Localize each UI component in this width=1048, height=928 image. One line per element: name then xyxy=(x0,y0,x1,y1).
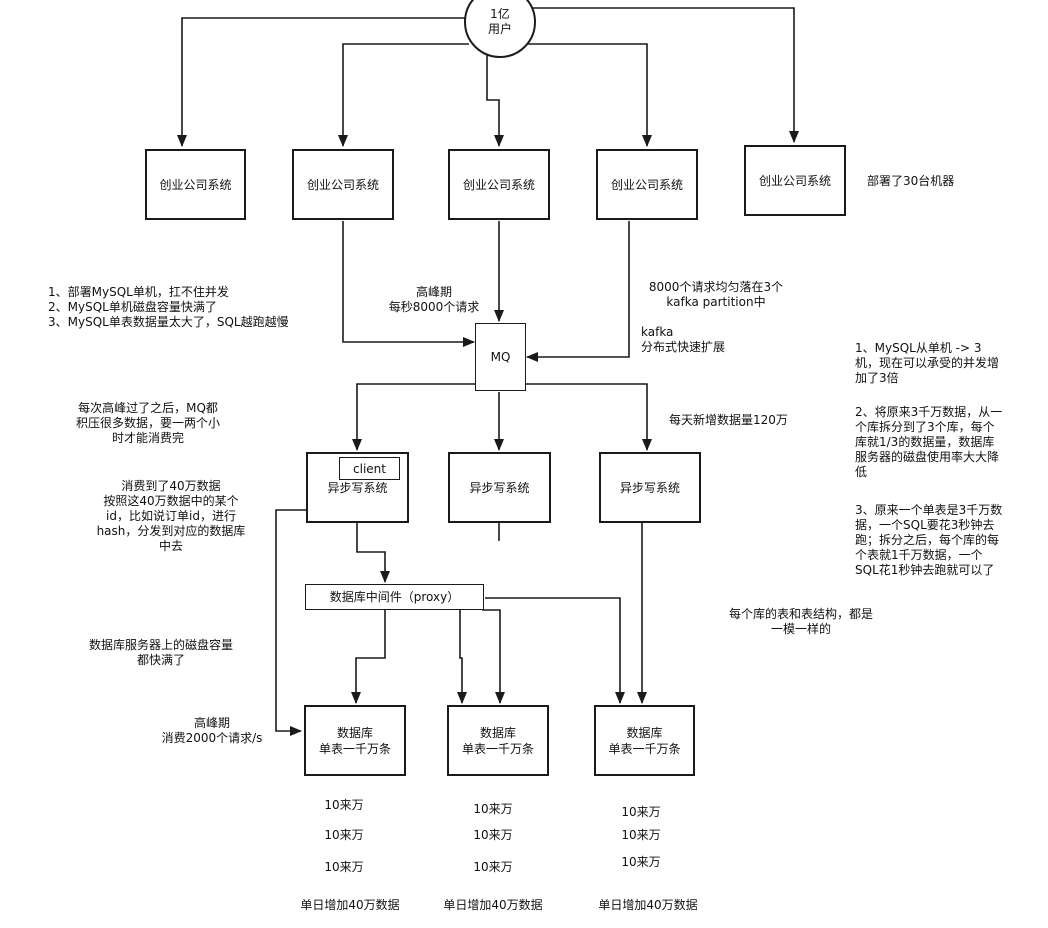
edge-mq-async-1 xyxy=(352,383,476,451)
edge-proxy-db2a xyxy=(457,610,467,704)
note-disk-full: 数据库服务器上的磁盘容量 都快满了 xyxy=(88,638,233,667)
db2-count-1: 10来万 xyxy=(473,802,513,816)
db1-count-2: 10来万 xyxy=(324,828,364,842)
db2-daily-total: 单日增加40万数据 xyxy=(443,898,543,912)
edge-async-1-proxy xyxy=(356,523,390,583)
note-same-schema: 每个库的表和表结构，都是 一模一样的 xyxy=(728,607,873,636)
db3-count-2: 10来万 xyxy=(621,828,661,842)
database-3: 数据库 单表一千万条 xyxy=(594,705,695,776)
note-kafka-partition: 8000个请求均匀落在3个 kafka partition中 xyxy=(648,280,784,309)
startup-system-5: 创业公司系统 xyxy=(744,145,846,216)
note-benefit-1: 1、MySQL从单机 -> 3 机，现在可以承受的并发增 加了3倍 xyxy=(855,341,1000,385)
proxy-node: 数据库中间件（proxy） xyxy=(305,584,484,610)
async-writer-2: 异步写系统 xyxy=(448,452,551,523)
startup-system-1: 创业公司系统 xyxy=(145,149,246,220)
async-writer-3: 异步写系统 xyxy=(599,452,701,523)
db1-daily-total: 单日增加40万数据 xyxy=(300,898,400,912)
note-peak: 高峰期 每秒8000个请求 xyxy=(388,285,480,314)
edge-async-2-db2 xyxy=(498,523,500,541)
users-node: 1亿 用户 xyxy=(464,0,536,58)
db3-count-1: 10来万 xyxy=(621,805,661,819)
note-daily-new: 每天新增数据量120万 xyxy=(669,413,788,427)
startup-system-4: 创业公司系统 xyxy=(596,149,698,220)
note-benefit-2: 2、将原来3千万数据，从一 个库拆分到了3个库，每个 库就1/3的数据量，数据库… xyxy=(855,405,1003,479)
edge-mq-async-3 xyxy=(522,383,652,451)
note-kafka-scale: kafka 分布式快速扩展 xyxy=(641,325,726,354)
note-mq-backlog: 每次高峰过了之后，MQ都 积压很多数据，要一两个小 时才能消费完 xyxy=(75,401,220,445)
db1-count-1: 10来万 xyxy=(324,798,364,812)
client-node: client xyxy=(339,457,400,480)
edge-users-startup-3 xyxy=(486,55,504,147)
note-peak-consume: 高峰期 消费2000个请求/s xyxy=(161,716,263,745)
note-machines: 部署了30台机器 xyxy=(867,174,955,188)
db1-count-3: 10来万 xyxy=(324,860,364,874)
edge-proxy-db3 xyxy=(485,597,625,704)
startup-system-3: 创业公司系统 xyxy=(448,149,550,220)
edge-startup-2-mq xyxy=(342,221,475,347)
edge-users-startup-1 xyxy=(177,17,467,147)
note-benefit-3: 3、原来一个单表是3千万数 据，一个SQL要花3秒钟去 跑；拆分之后，每个库的每… xyxy=(855,503,1003,577)
edge-users-startup-2 xyxy=(338,43,469,147)
database-1: 数据库 单表一千万条 xyxy=(304,705,406,776)
note-mysql-problems: 1、部署MySQL单机，扛不住并发 2、MySQL单机磁盘容量快满了 3、MyS… xyxy=(48,285,289,329)
edge-users-startup-4 xyxy=(506,43,652,147)
mq-node: MQ xyxy=(475,323,526,391)
startup-system-2: 创业公司系统 xyxy=(292,149,394,220)
edge-startup-4-mq xyxy=(526,221,630,362)
db2-count-3: 10来万 xyxy=(473,860,513,874)
edge-proxy-db1 xyxy=(351,610,386,704)
db2-count-2: 10来万 xyxy=(473,828,513,842)
edge-proxy-db2b xyxy=(482,594,505,704)
database-2: 数据库 单表一千万条 xyxy=(447,705,549,776)
note-consume-hash: 消费到了40万数据 按照这40万数据中的某个 id，比如说订单id，进行 has… xyxy=(96,479,246,553)
edge-users-startup-5 xyxy=(531,7,799,143)
db3-daily-total: 单日增加40万数据 xyxy=(598,898,698,912)
db3-count-3: 10来万 xyxy=(621,855,661,869)
